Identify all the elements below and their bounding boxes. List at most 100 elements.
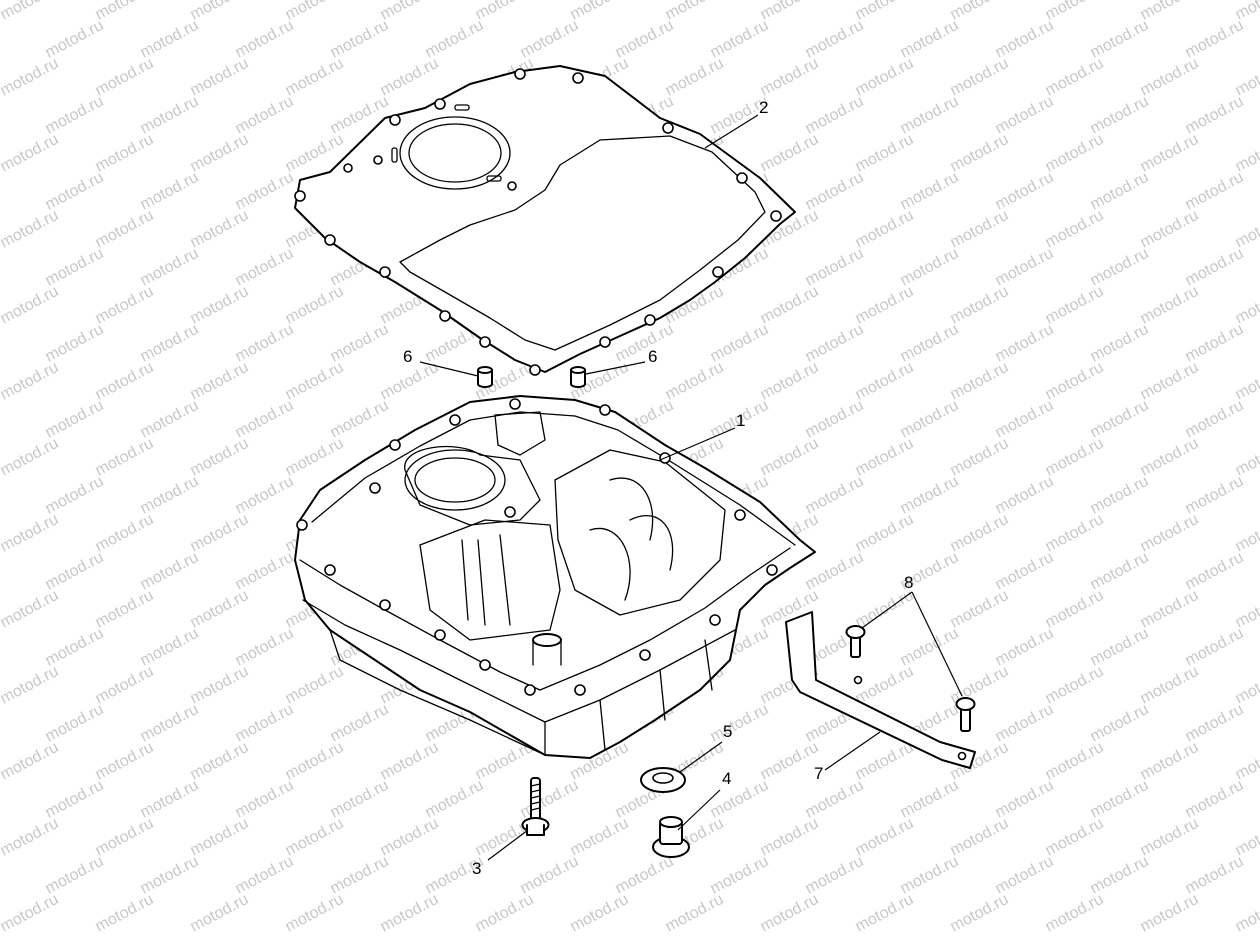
watermark-text: motod.ru [188,435,252,480]
oil-pan [294,395,816,759]
watermark-text: motod.ru [0,0,61,24]
watermark-text: motod.ru [853,359,917,404]
watermark-text: motod.ru [1138,815,1202,860]
watermark-text: motod.ru [1043,0,1107,24]
callout-7: 7 [814,764,823,783]
watermark-text: motod.ru [758,815,822,860]
watermark-text: motod.ru [1043,55,1107,100]
watermark-text: motod.ru [1138,359,1202,404]
dowel-pin-left [477,366,493,388]
watermark-text: motod.ru [283,739,347,784]
watermark-text: motod.ru [853,663,917,708]
watermark-text: motod.ru [0,891,61,936]
watermark-text: motod.ru [758,55,822,100]
leader-2 [704,114,759,149]
watermark-text: motod.ru [188,511,252,556]
watermark-text: motod.ru [1043,739,1107,784]
watermark-text: motod.ru [1138,891,1202,936]
watermark-text: motod.ru [1043,207,1107,252]
watermark-text: motod.ru [188,891,252,936]
watermark-text: motod.ru [948,891,1012,936]
watermark-text: motod.ru [1043,283,1107,328]
watermark-text: motod.ru [188,815,252,860]
watermark-text: motod.ru [188,207,252,252]
watermark-text: motod.ru [473,0,537,24]
leader-5 [679,741,723,773]
watermark-text: motod.ru [948,207,1012,252]
callout-6-left: 6 [403,347,412,366]
watermark-text: motod.ru [188,55,252,100]
watermark-text: motod.ru [948,359,1012,404]
dowel-pin-right [570,366,586,388]
watermark-text: motod.ru [378,815,442,860]
watermark-text: motod.ru [0,359,61,404]
watermark-text: motod.ru [93,891,157,936]
watermark-text: motod.ru [283,663,347,708]
watermark-text: motod.ru [853,511,917,556]
leader-6a [419,361,479,377]
watermark-text: motod.ru [1043,587,1107,632]
watermark-text: motod.ru [93,283,157,328]
watermark-text: motod.ru [283,283,347,328]
watermark-text: motod.ru [1043,359,1107,404]
watermark-text: motod.ru [853,891,917,936]
callout-1: 1 [736,411,745,430]
watermark-text: motod.ru [1043,131,1107,176]
flange-bolt [521,777,550,836]
watermark-text: motod.ru [188,663,252,708]
watermark-text: motod.ru [188,0,252,24]
watermark-text: motod.ru [1138,55,1202,100]
leader-1 [659,427,736,461]
watermark-text: motod.ru [0,131,61,176]
watermark-text: motod.ru [378,891,442,936]
watermark-text: motod.ru [853,739,917,784]
watermark-text: motod.ru [853,435,917,480]
callout-3: 3 [472,859,481,878]
watermark-text: motod.ru [663,55,727,100]
watermark-text: motod.ru [853,587,917,632]
watermark-text: motod.ru [1138,131,1202,176]
leader-4 [677,789,721,831]
watermark-text: motod.ru [758,891,822,936]
watermark-text: motod.ru [93,511,157,556]
callouts: 1 2 3 4 5 6 6 7 8 [403,98,913,878]
sealing-washer [640,767,686,793]
watermark-text: motod.ru [0,511,61,556]
watermark-text: motod.ru [1138,0,1202,24]
watermark-text: motod.ru [93,435,157,480]
watermark-text: motod.ru [283,0,347,24]
watermark-text: motod.ru [663,0,727,24]
watermark-text: motod.ru [853,55,917,100]
watermark-text: motod.ru [1043,511,1107,556]
watermark-text: motod.ru [93,587,157,632]
watermark-text: motod.ru [0,815,61,860]
watermark-text: motod.ru [188,359,252,404]
watermark-text: motod.ru [948,815,1012,860]
watermark-text: motod.ru [93,663,157,708]
watermark-text: motod.ru [948,0,1012,24]
watermark-text: motod.ru [283,815,347,860]
watermark-text: motod.ru [948,131,1012,176]
callout-2: 2 [759,98,768,117]
watermark-text: motod.ru [758,0,822,24]
watermark-text: motod.ru [378,55,442,100]
watermark-text: motod.ru [948,55,1012,100]
watermark-text: motod.ru [283,435,347,480]
watermark-text: motod.ru [853,0,917,24]
watermark-text: motod.ru [1138,739,1202,784]
watermark-text: motod.ru [568,815,632,860]
watermark-text: motod.ru [853,815,917,860]
watermark-text: motod.ru [93,207,157,252]
watermark-text: motod.ru [568,891,632,936]
callout-6-right: 6 [648,347,657,366]
bracket-bolt-upper [845,625,866,658]
watermark-text: motod.ru [0,739,61,784]
watermark-text: motod.ru [188,739,252,784]
watermark-text: motod.ru [1138,587,1202,632]
watermark-text: motod.ru [473,891,537,936]
watermark-text: motod.ru [0,587,61,632]
watermark-text: motod.ru [0,55,61,100]
watermark-text: motod.ru [758,359,822,404]
watermark-text: motod.ru [1043,891,1107,936]
